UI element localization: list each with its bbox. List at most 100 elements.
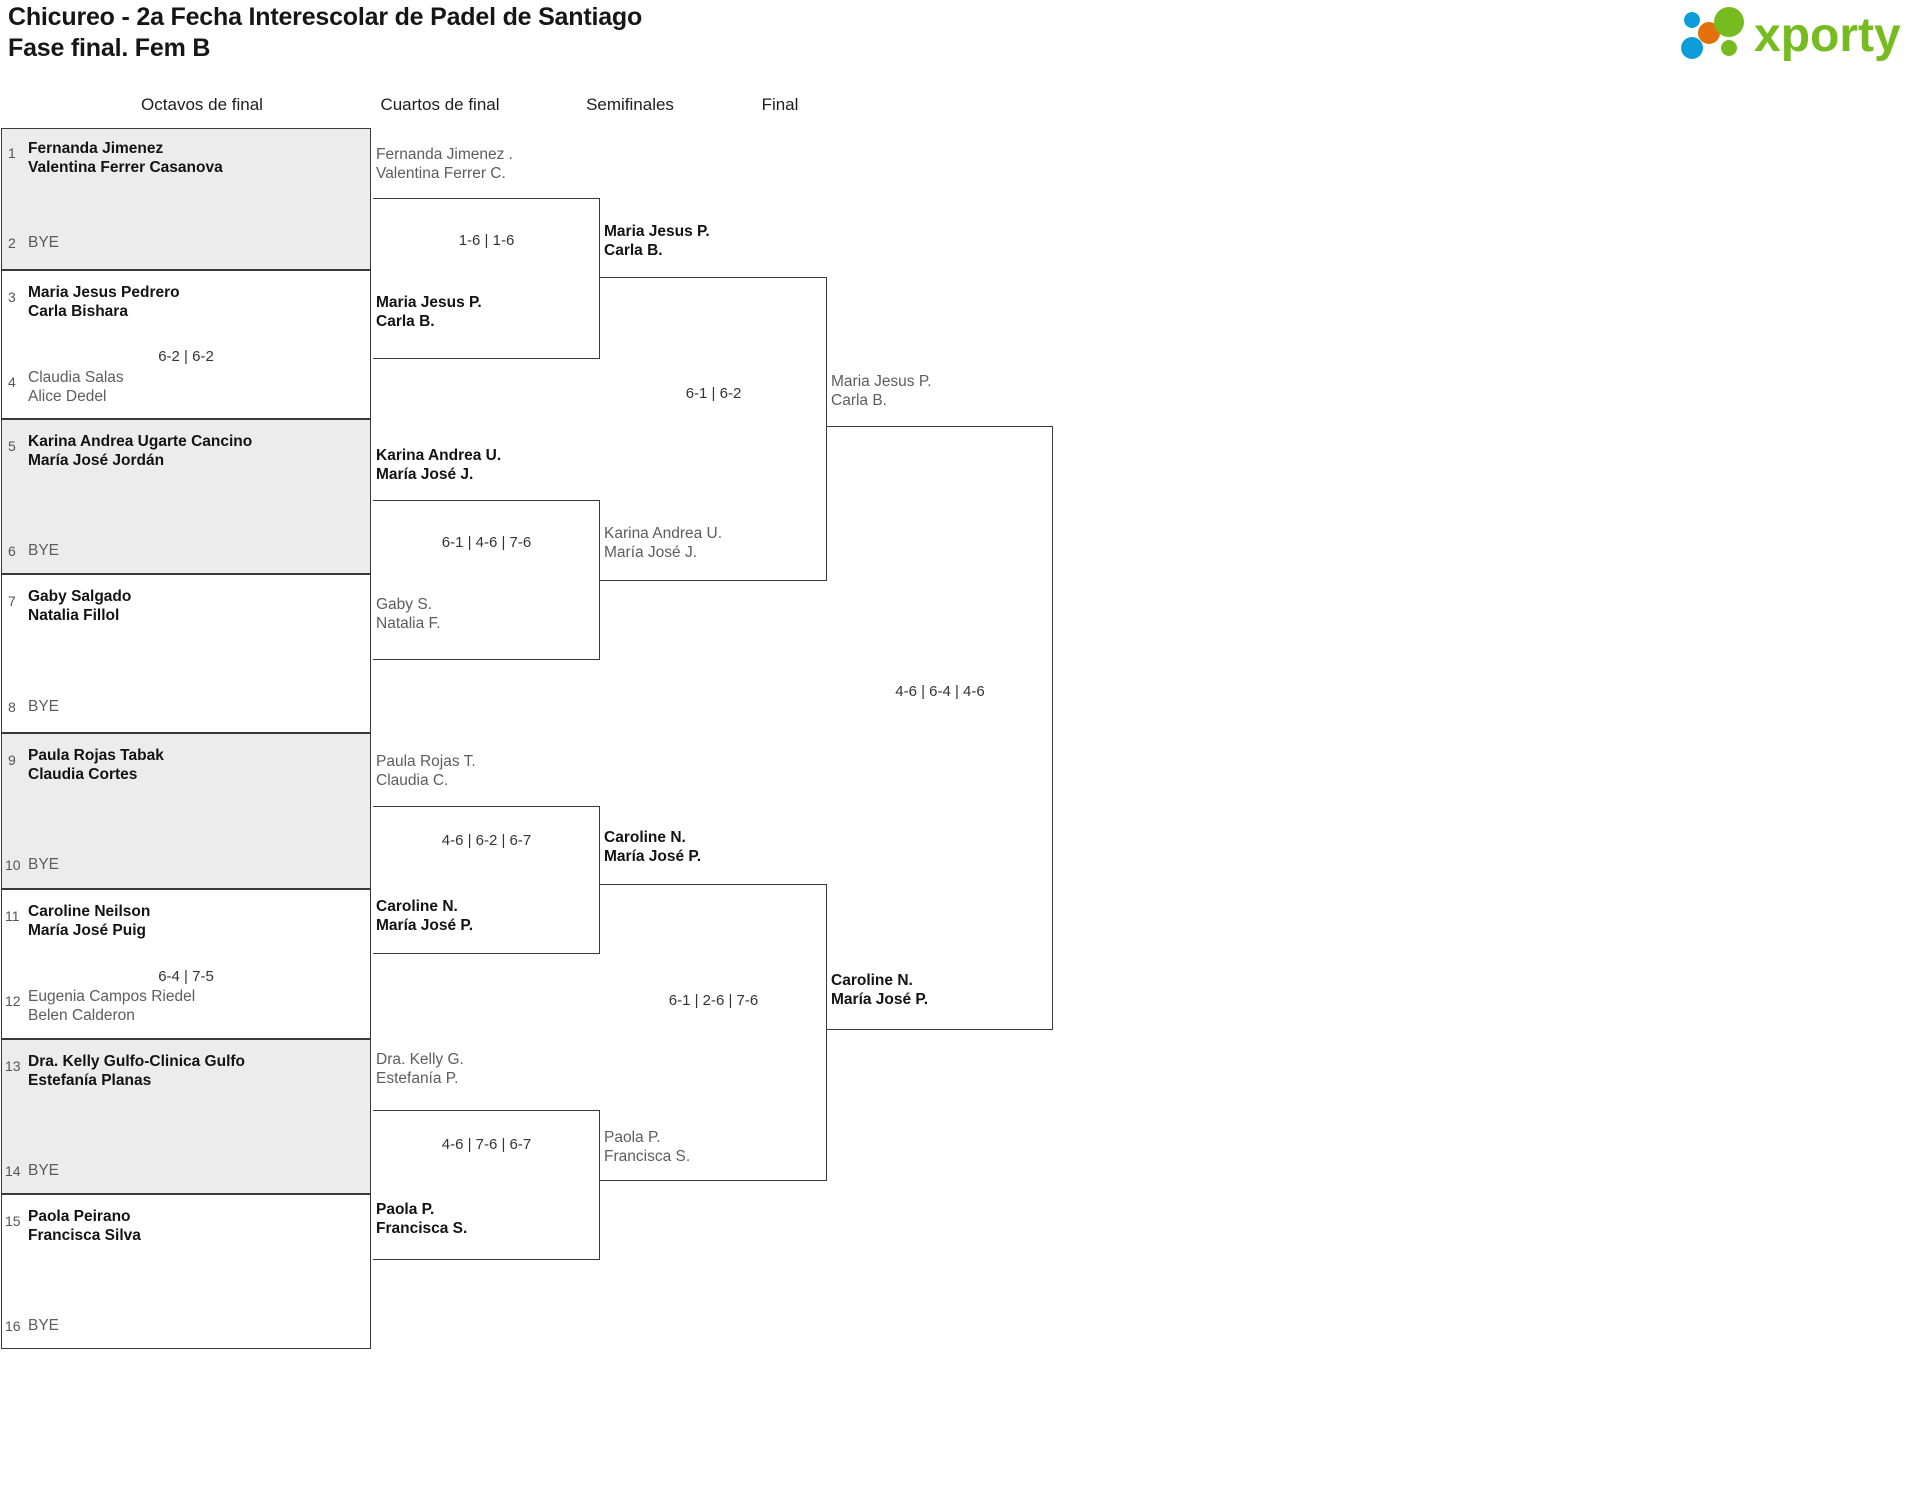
qf-team-2-bottom[interactable]: Gaby S. Natalia F. <box>376 595 596 633</box>
logo-dot-blue-small <box>1684 12 1700 28</box>
player-name: Francisca S. <box>604 1148 691 1165</box>
r16-slot-3[interactable]: 3 Maria Jesus Pedrero Carla Bishara <box>1 270 371 352</box>
seed-number: 5 <box>8 438 16 454</box>
qf-connector-2 <box>373 500 600 660</box>
r16-score: 6-4 | 7-5 <box>158 968 214 985</box>
bye-label: BYE <box>28 1317 60 1334</box>
seed-number: 14 <box>5 1163 21 1179</box>
bye-label: BYE <box>28 698 60 715</box>
player-name: Natalia F. <box>376 615 441 632</box>
qf-team-4-bottom[interactable]: Paola P. Francisca S. <box>376 1200 596 1238</box>
r16-slot-13[interactable]: 13 Dra. Kelly Gulfo-Clinica Gulfo Estefa… <box>1 1039 371 1149</box>
r16-slot-15[interactable]: 15 Paola Peirano Francisca Silva <box>1 1194 371 1304</box>
seed-number: 12 <box>5 993 21 1009</box>
r16-slot-7[interactable]: 7 Gaby Salgado Natalia Fillol <box>1 574 371 685</box>
player-name: Maria Jesus P. <box>376 294 482 311</box>
final-connector <box>827 426 1053 1030</box>
qf-team-1-top[interactable]: Fernanda Jimenez . Valentina Ferrer C. <box>376 145 596 183</box>
player-name: Carla B. <box>604 242 663 259</box>
player-name: Carla Bishara <box>28 303 128 320</box>
r16-slot-11[interactable]: 11 Caroline Neilson María José Puig <box>1 889 371 971</box>
seed-number: 10 <box>5 857 21 873</box>
player-name: Paola P. <box>604 1129 661 1146</box>
player-name: María José Puig <box>28 922 147 939</box>
r16-slot-16[interactable]: 16 BYE <box>1 1304 371 1349</box>
player-name: Caroline N. <box>831 972 913 989</box>
sf-team-1-top[interactable]: Maria Jesus P. Carla B. <box>604 222 829 260</box>
seed-number: 16 <box>5 1318 21 1334</box>
seed-number: 11 <box>5 908 20 924</box>
sf-score-1: 6-1 | 6-2 <box>685 385 742 402</box>
player-name: María José J. <box>604 544 698 561</box>
r16-slot-12[interactable]: 12 Eugenia Campos Riedel Belen Calderon <box>1 971 371 1039</box>
player-name: Francisca S. <box>376 1220 468 1237</box>
player-name: Caroline N. <box>376 898 458 915</box>
player-name: Valentina Ferrer C. <box>376 165 506 182</box>
qf-score-1: 1-6 | 1-6 <box>458 232 515 249</box>
player-name: Fernanda Jimenez . <box>376 146 513 163</box>
player-name: María José P. <box>604 848 702 865</box>
r16-slot-2[interactable]: 2 BYE <box>1 221 371 270</box>
player-name: Karina Andrea Ugarte Cancino <box>28 433 253 450</box>
qf-team-1-bottom[interactable]: Maria Jesus P. Carla B. <box>376 293 596 331</box>
sf-score-2: 6-1 | 2-6 | 7-6 <box>668 992 759 1009</box>
player-name: Maria Jesus Pedrero <box>28 284 180 301</box>
player-name: Gaby S. <box>376 596 432 613</box>
r16-slot-8[interactable]: 8 BYE <box>1 685 371 733</box>
qf-team-3-top[interactable]: Paula Rojas T. Claudia C. <box>376 752 596 790</box>
player-name: Estefanía P. <box>376 1070 459 1087</box>
tournament-title-line-1: Chicureo - 2a Fecha Interescolar de Pade… <box>8 3 643 31</box>
sf-team-2-bottom[interactable]: Paola P. Francisca S. <box>604 1128 829 1166</box>
player-name: Alice Dedel <box>28 388 107 405</box>
seed-number: 4 <box>8 374 16 390</box>
seed-number: 1 <box>8 145 16 161</box>
qf-team-4-top[interactable]: Dra. Kelly G. Estefanía P. <box>376 1050 596 1088</box>
player-name: María José J. <box>376 466 474 483</box>
r16-slot-10[interactable]: 10 BYE <box>1 843 371 889</box>
qf-score-2: 6-1 | 4-6 | 7-6 <box>441 534 532 551</box>
player-name: Maria Jesus P. <box>831 373 932 390</box>
sf-team-1-bottom[interactable]: Karina Andrea U. María José J. <box>604 524 829 562</box>
player-name: Belen Calderon <box>28 1007 135 1024</box>
player-name: Karina Andrea U. <box>376 447 502 464</box>
bye-label: BYE <box>28 542 60 559</box>
logo-wordmark: xporty <box>1754 9 1901 62</box>
sf-team-2-top[interactable]: Caroline N. María José P. <box>604 828 829 866</box>
player-name: Carla B. <box>831 392 887 409</box>
final-score: 4-6 | 6-4 | 4-6 <box>895 683 985 700</box>
r16-slot-1[interactable]: 1 Fernanda Jimenez Valentina Ferrer Casa… <box>1 128 371 221</box>
qf-team-2-top[interactable]: Karina Andrea U. María José J. <box>376 446 596 484</box>
player-name: Caroline N. <box>604 829 686 846</box>
qf-score-3: 4-6 | 6-2 | 6-7 <box>441 832 532 849</box>
qf-team-3-bottom[interactable]: Caroline N. María José P. <box>376 897 596 935</box>
player-name: Karina Andrea U. <box>604 525 723 542</box>
logo-dot-orange <box>1698 22 1720 44</box>
r16-slot-5[interactable]: 5 Karina Andrea Ugarte Cancino María Jos… <box>1 419 371 529</box>
r16-slot-14[interactable]: 14 BYE <box>1 1149 371 1194</box>
player-name: Carla B. <box>376 313 435 330</box>
player-name: Estefanía Planas <box>28 1072 152 1089</box>
bye-label: BYE <box>28 234 60 251</box>
player-name: Maria Jesus P. <box>604 223 710 240</box>
r16-slot-4[interactable]: 4 Claudia Salas Alice Dedel <box>1 352 371 419</box>
final-team-bottom[interactable]: Caroline N. María José P. <box>831 971 1056 1009</box>
bye-label: BYE <box>28 1162 60 1179</box>
r16-slot-9[interactable]: 9 Paula Rojas Tabak Claudia Cortes <box>1 733 371 843</box>
qf-connector-1 <box>373 198 600 359</box>
player-name: Paula Rojas T. <box>376 753 476 770</box>
player-name: Paula Rojas Tabak <box>28 747 164 764</box>
round-header-octavos: Octavos de final <box>141 95 263 114</box>
final-team-top[interactable]: Maria Jesus P. Carla B. <box>831 372 1056 410</box>
qf-score-4: 4-6 | 7-6 | 6-7 <box>441 1136 532 1153</box>
page-title: Chicureo - 2a Fecha Interescolar de Pade… <box>8 2 642 64</box>
player-name: Francisca Silva <box>28 1227 141 1244</box>
logo-dot-blue-large <box>1681 37 1703 59</box>
r16-slot-6[interactable]: 6 BYE <box>1 529 371 574</box>
player-name: Natalia Fillol <box>28 607 120 624</box>
logo-dot-green-small <box>1721 40 1737 56</box>
player-name: Claudia C. <box>376 772 449 789</box>
player-name: Gaby Salgado <box>28 588 132 605</box>
seed-number: 6 <box>8 543 16 559</box>
player-name: Dra. Kelly G. <box>376 1051 464 1068</box>
